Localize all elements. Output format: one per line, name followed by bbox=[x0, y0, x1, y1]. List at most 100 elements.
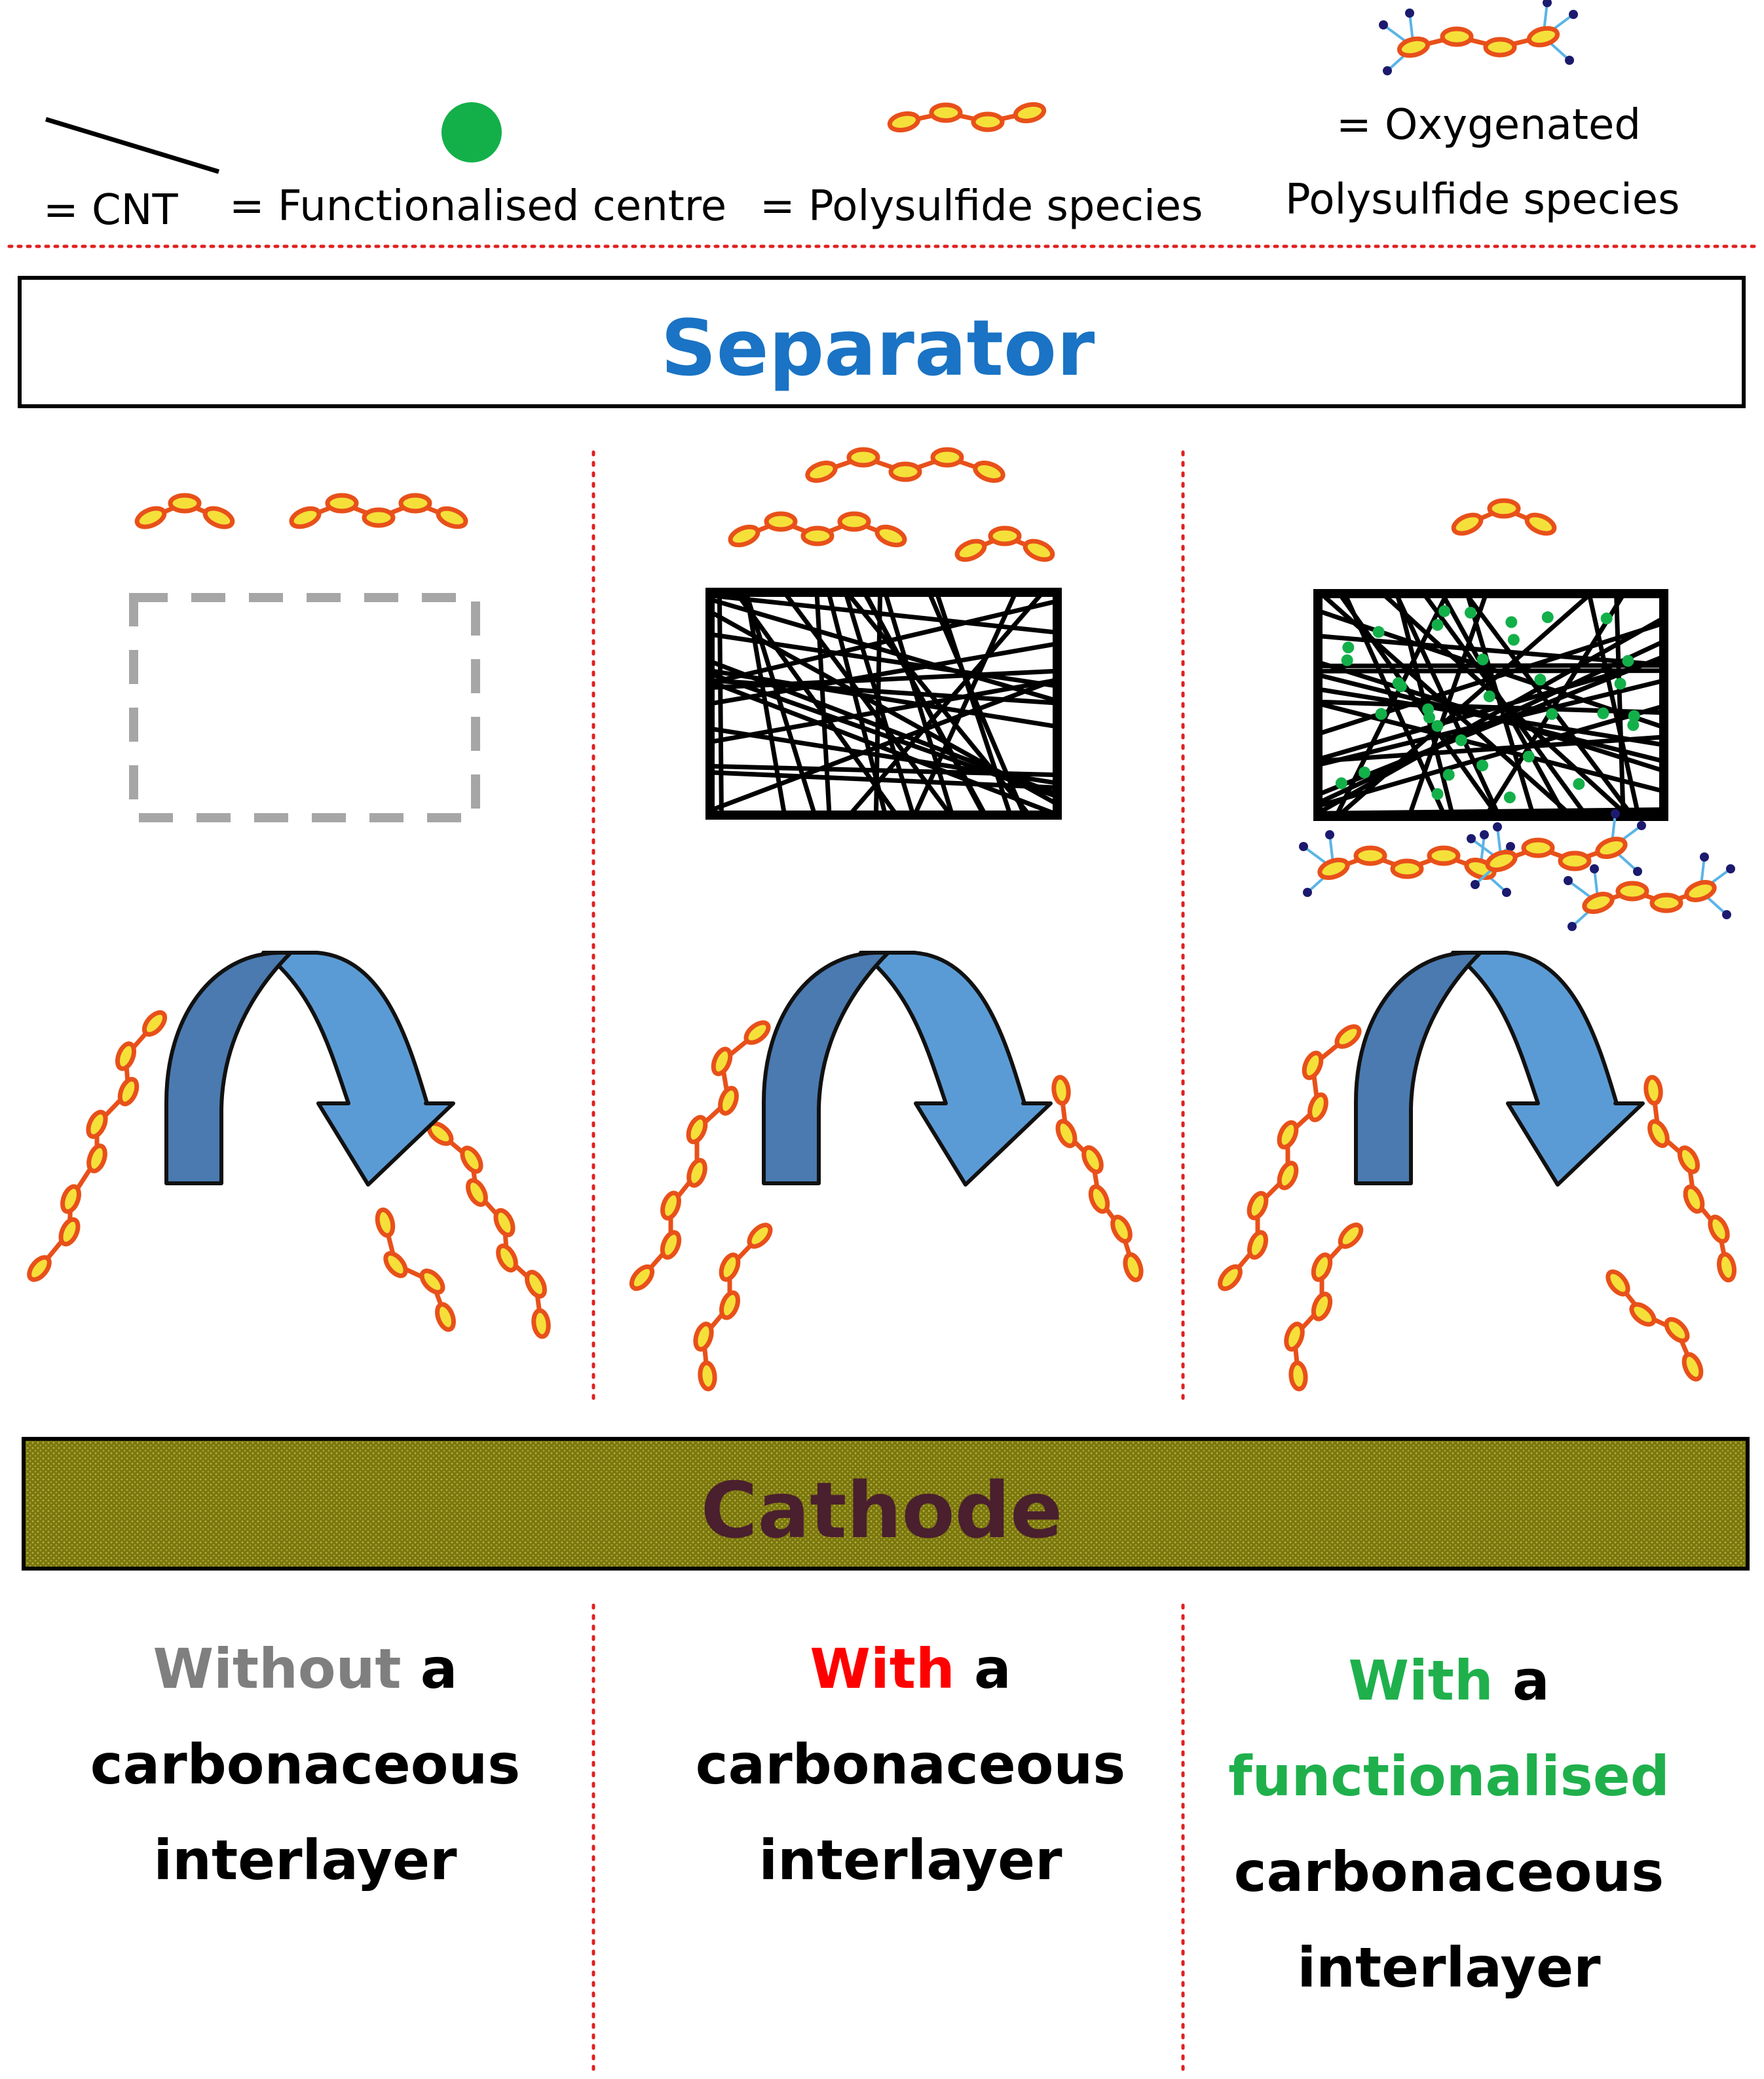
sulfur-bead bbox=[435, 1302, 456, 1332]
cnt-fibre bbox=[709, 668, 1058, 691]
functionalised-centre bbox=[1431, 619, 1444, 631]
caption-segment: interlayer bbox=[1297, 1936, 1601, 2000]
polysulfide-chain bbox=[1451, 498, 1557, 536]
polysulfide-chain bbox=[134, 493, 235, 529]
sulfur-bead bbox=[1353, 845, 1387, 866]
sulfur-bead bbox=[887, 111, 921, 133]
sulfur-bead bbox=[929, 102, 963, 123]
sulfur-bead bbox=[86, 1109, 108, 1139]
cnt-fibre bbox=[848, 590, 1045, 817]
functionalised-centre bbox=[1541, 611, 1554, 624]
sulfur-bead bbox=[1664, 1317, 1690, 1343]
sulfur-bead bbox=[466, 1178, 488, 1207]
sulfur-bead bbox=[719, 1252, 741, 1282]
sulfur-bead bbox=[60, 1184, 81, 1214]
sulfur-bead bbox=[1277, 1120, 1299, 1150]
sulfur-bead bbox=[496, 1243, 518, 1273]
sulfur-bead bbox=[629, 1264, 655, 1291]
sulfur-bead bbox=[837, 511, 871, 532]
sulfur-bead bbox=[846, 447, 880, 468]
sulfur-bead bbox=[1218, 1264, 1243, 1291]
sulfur-bead bbox=[1023, 539, 1055, 562]
sulfur-bead bbox=[1485, 849, 1518, 873]
sulfur-bead bbox=[660, 1191, 681, 1221]
polysulfide-chain bbox=[1051, 1075, 1144, 1282]
sulfur-bead bbox=[1247, 1191, 1269, 1221]
polysulfide-chain bbox=[1218, 1024, 1362, 1291]
cnt-fibre bbox=[717, 592, 724, 816]
sulfur-bead bbox=[1334, 1024, 1362, 1049]
oxygen-atom bbox=[1611, 809, 1620, 818]
sulfur-bead bbox=[493, 1208, 516, 1238]
cnt-fibres bbox=[709, 590, 1059, 817]
polysulfide-core bbox=[1485, 836, 1628, 873]
sulfur-bead bbox=[289, 506, 322, 529]
cnt-fibre bbox=[934, 591, 1013, 816]
sulfur-bead bbox=[1677, 1145, 1700, 1174]
sulfur-bead bbox=[743, 1020, 771, 1045]
sulfur-bead bbox=[1338, 1222, 1364, 1249]
caption-1-line-3: interlayer bbox=[153, 1828, 457, 1892]
polysulfide-chain bbox=[1284, 1222, 1364, 1392]
sulfur-bead bbox=[1526, 26, 1560, 48]
cnt-fibre bbox=[1317, 668, 1664, 674]
caption-segment: Without bbox=[153, 1637, 401, 1701]
sulfur-bead bbox=[1708, 1214, 1730, 1244]
separator-box bbox=[18, 276, 1746, 408]
caption-3-line-4: interlayer bbox=[1297, 1936, 1601, 2000]
sulfur-bead bbox=[973, 461, 1005, 483]
legend-oxygenated-label-1: = Oxygenated bbox=[1336, 101, 1641, 149]
sulfur-bead bbox=[930, 447, 964, 468]
cnt-fibre bbox=[826, 592, 888, 816]
functionalised-centre bbox=[1627, 719, 1640, 731]
functionalised-centre bbox=[1628, 710, 1640, 722]
legend-oxygenated-chain bbox=[1379, 0, 1578, 75]
sulfur-bead bbox=[1440, 26, 1474, 47]
oxygenated-polysulfide bbox=[1299, 830, 1515, 897]
sulfur-bead bbox=[888, 461, 922, 482]
oxygen-atom bbox=[1471, 880, 1480, 889]
sulfur-bead bbox=[711, 1046, 733, 1077]
cnt-fibre bbox=[843, 591, 916, 816]
caption-3-line-3: carbonaceous bbox=[1234, 1840, 1664, 1904]
sulfur-bead bbox=[1317, 857, 1350, 881]
caption-2-line-3: interlayer bbox=[759, 1828, 1062, 1892]
cnt-fibre bbox=[1465, 593, 1536, 817]
sulfur-bead bbox=[1397, 36, 1431, 58]
functionalised-centre bbox=[1534, 674, 1547, 686]
caption-1-line-2: carbonaceous bbox=[90, 1732, 521, 1797]
legend: = CNT = Functionalised centre = Polysulf… bbox=[43, 0, 1680, 235]
cnt-fibre bbox=[1484, 592, 1626, 818]
sulfur-bead bbox=[1307, 1092, 1328, 1122]
functionalised-centre bbox=[1614, 677, 1626, 690]
functionalised-centres bbox=[1335, 605, 1640, 804]
curved-arrow-icon bbox=[762, 951, 1053, 1187]
polysulfide-chain bbox=[693, 1223, 773, 1392]
oxygen-atom bbox=[1467, 834, 1476, 843]
functionalised-cnt-mesh-icon bbox=[1313, 589, 1668, 821]
functionalised-centre bbox=[1597, 707, 1609, 719]
sulfur-bead bbox=[1582, 892, 1615, 914]
sulfur-bead bbox=[1427, 845, 1461, 866]
functionalised-centre bbox=[1483, 690, 1495, 702]
cnt-fibre bbox=[1317, 704, 1664, 809]
cnt-fibre bbox=[709, 598, 1058, 685]
polysulfide-core bbox=[1317, 845, 1497, 881]
oxygen-atom bbox=[1565, 56, 1574, 65]
curved-arrow-icon bbox=[1354, 951, 1645, 1187]
sulfur-bead bbox=[1615, 881, 1649, 902]
functionalised-centre bbox=[1422, 703, 1435, 715]
oxygen-atom bbox=[1726, 864, 1735, 873]
functionalised-centre bbox=[1395, 680, 1407, 693]
caption-segment: With bbox=[810, 1637, 954, 1701]
oxygenated-polysulfide bbox=[1564, 852, 1735, 931]
functionalised-cnt-fibres bbox=[1317, 592, 1665, 818]
sulfur-bead bbox=[1524, 512, 1557, 536]
caption-2-line-2: carbonaceous bbox=[696, 1732, 1126, 1797]
sulfur-bead bbox=[1681, 1352, 1704, 1382]
sulfur-bead bbox=[874, 524, 907, 548]
polysulfide-chain bbox=[954, 525, 1055, 562]
sulfur-bead bbox=[117, 1077, 140, 1107]
polysulfide-chain bbox=[805, 447, 1005, 483]
functionalised-centre bbox=[1375, 708, 1387, 720]
